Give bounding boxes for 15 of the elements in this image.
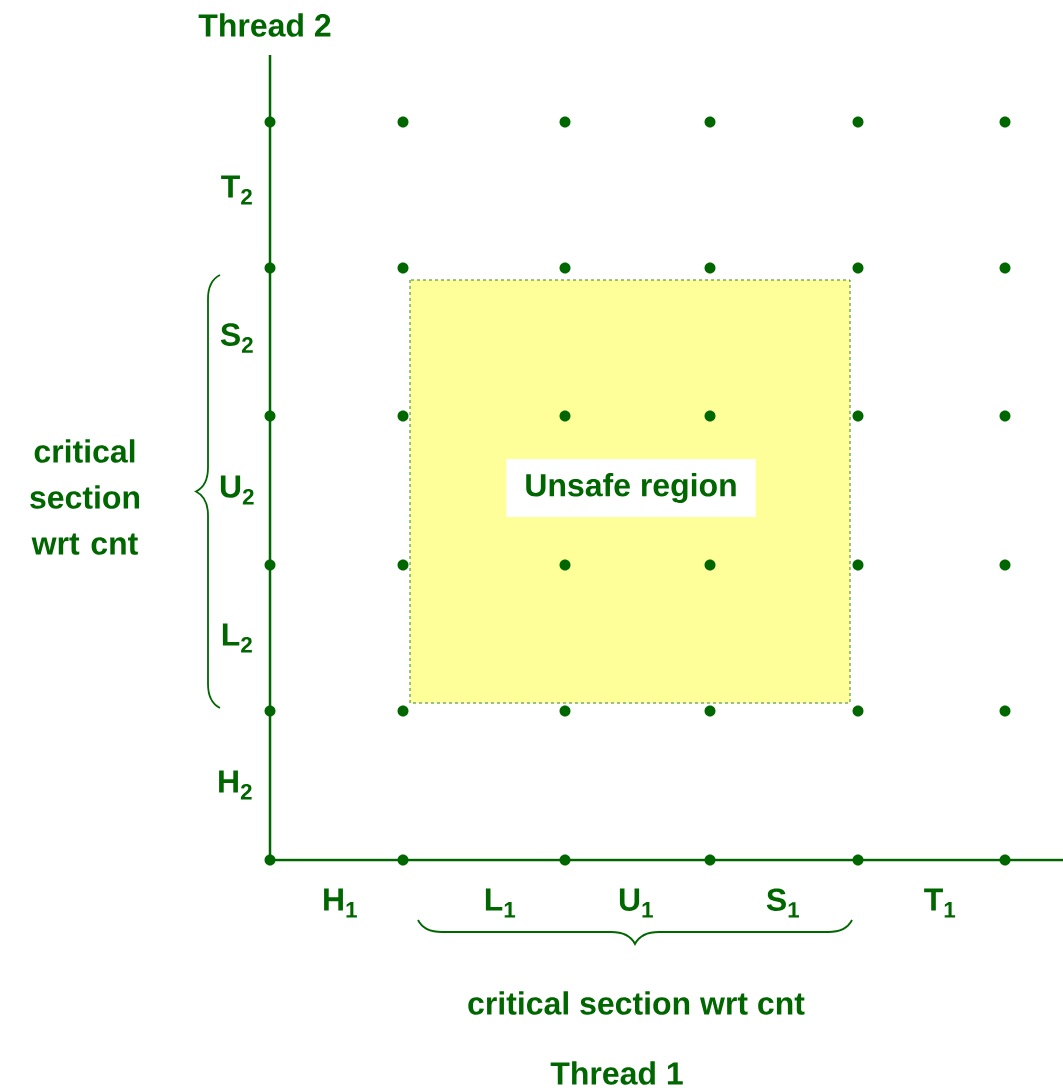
segment-label: T$_{1}$ (924, 888, 956, 918)
segment-label: H$_{2}$ (219, 770, 252, 800)
brace-label: critical section wrt cnt (468, 991, 805, 1015)
segment-label: S$_{2}$ (220, 323, 253, 353)
segment-label: T$_{2}$ (221, 175, 252, 205)
axis-title: Thread 1 (550, 1061, 683, 1085)
region-box: Unsafe region (409, 279, 851, 704)
segment-label: S$_{1}$ (766, 888, 800, 918)
axis-title: Thread 2 (198, 13, 331, 37)
segment-label: L$_{1}$ (485, 888, 516, 918)
segment-label: U$_{1}$ (619, 888, 653, 918)
segment-label: U$_{2}$ (220, 475, 254, 505)
brace-label: critical section wrt cnt (30, 439, 140, 555)
segment-label: L$_{2}$ (222, 623, 252, 653)
segment-label: H$_{1}$ (324, 888, 357, 918)
